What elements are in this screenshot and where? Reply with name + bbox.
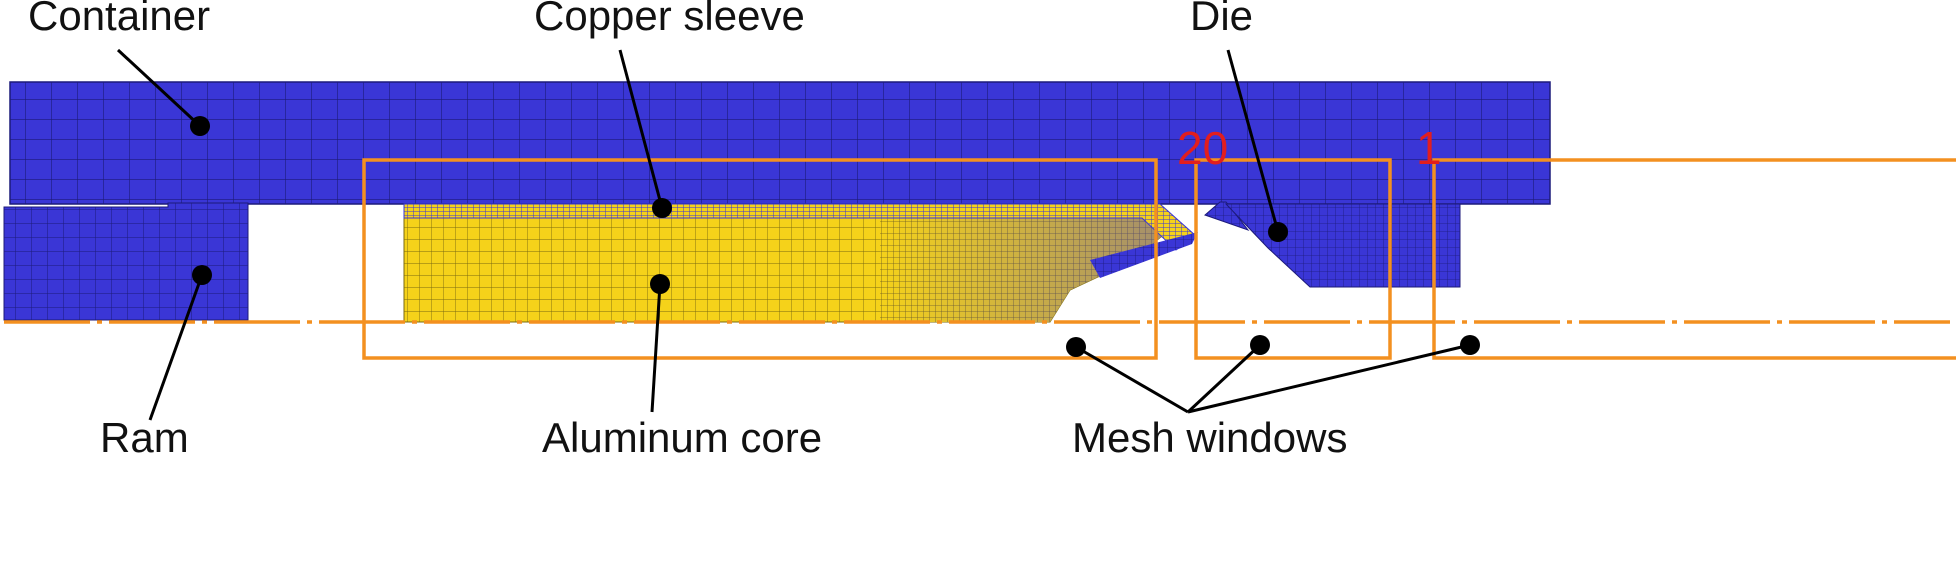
label-copper-sleeve: Copper sleeve: [534, 0, 805, 39]
dot-ram: [192, 265, 212, 285]
label-aluminum-core: Aluminum core: [542, 414, 822, 461]
mesh-window-1: [362, 158, 1158, 360]
label-ram: Ram: [100, 414, 189, 461]
dot-copper-sleeve: [652, 198, 672, 218]
leader-mesh-window-1: [1075, 345, 1189, 414]
window-number-1: 1: [1416, 122, 1442, 174]
window-number-20: 20: [1177, 122, 1228, 174]
leader-dots: [190, 116, 1480, 357]
dot-aluminum-core: [650, 274, 670, 294]
label-die: Die: [1190, 0, 1253, 39]
ram-mesh: [3, 202, 249, 321]
leader-die: [1226, 49, 1280, 233]
leader-lines: [116, 48, 1471, 421]
leader-container: [116, 48, 202, 128]
leader-copper-sleeve: [618, 49, 664, 209]
leader-mesh-window-2: [1186, 343, 1262, 414]
sleeve-tail: [1090, 232, 1198, 278]
container-mesh: [9, 81, 1551, 205]
label-mesh-windows: Mesh windows: [1072, 414, 1347, 461]
mesh-window-2: [1194, 158, 1392, 360]
dot-container: [190, 116, 210, 136]
dot-mesh-window-2: [1250, 335, 1270, 355]
leader-ram: [148, 274, 204, 421]
copper-sleeve-mesh: [403, 203, 1197, 251]
dot-die: [1268, 222, 1288, 242]
mesh-window-3: [1432, 158, 1956, 360]
die-mesh: [1224, 203, 1461, 288]
die-mesh: [1204, 201, 1250, 232]
leader-aluminum-core: [650, 283, 662, 413]
aluminum-core-shading: [880, 205, 1172, 322]
leader-mesh-window-3: [1187, 343, 1471, 414]
label-container: Container: [28, 0, 210, 39]
dot-mesh-window-1: [1066, 337, 1086, 357]
dot-mesh-window-3: [1460, 335, 1480, 355]
